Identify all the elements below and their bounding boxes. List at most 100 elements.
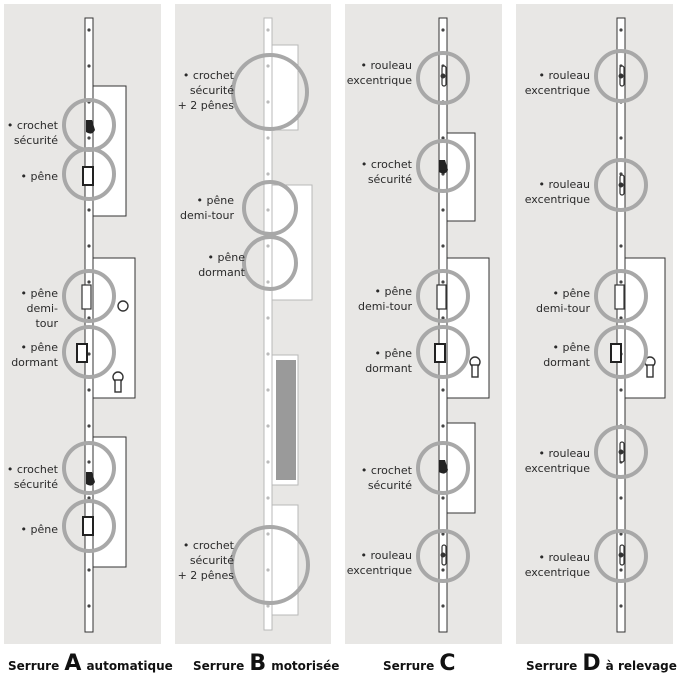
b-faceplate-hole	[266, 352, 270, 356]
d-deadbolt	[610, 343, 622, 363]
a-faceplate-hole	[87, 496, 91, 500]
b-faceplate-hole	[266, 244, 270, 248]
a-latch	[81, 284, 92, 310]
b-faceplate-hole	[266, 388, 270, 392]
a-hook-upper	[86, 120, 95, 134]
c-ring-2	[416, 139, 470, 193]
d-roller-3-dot	[618, 449, 624, 455]
d-faceplate-hole	[619, 604, 623, 608]
a-bolt-upper	[82, 166, 94, 186]
caption-c: Serrure C	[383, 651, 456, 676]
d-cylinder-slot	[646, 364, 654, 378]
b-faceplate-hole	[266, 280, 270, 284]
d-roller-2-dot	[618, 182, 624, 188]
a-faceplate-hole	[87, 388, 91, 392]
a-faceplate-hole	[87, 28, 91, 32]
c-faceplate-hole	[441, 28, 445, 32]
c-faceplate-hole	[441, 604, 445, 608]
d-faceplate-hole	[619, 532, 623, 536]
c-faceplate-hole	[441, 532, 445, 536]
b-motor	[276, 360, 296, 480]
d-faceplate-hole	[619, 244, 623, 248]
c-ring-3	[416, 269, 470, 323]
c-faceplate-hole	[441, 316, 445, 320]
c-latch	[436, 284, 447, 310]
b-faceplate-hole	[266, 496, 270, 500]
b-faceplate-hole	[266, 532, 270, 536]
b-faceplate-hole	[266, 64, 270, 68]
a-cylinder-slot	[114, 379, 122, 393]
a-faceplate-hole	[87, 244, 91, 248]
a-faceplate-hole	[87, 568, 91, 572]
b-ring-2	[242, 180, 298, 236]
c-faceplate-hole	[441, 244, 445, 248]
b-faceplate-hole	[266, 172, 270, 176]
c-roller-upper-dot	[440, 73, 446, 79]
b-faceplate-hole	[266, 460, 270, 464]
label-a-2: • pêne	[20, 170, 58, 183]
d-ring-4	[594, 325, 648, 379]
caption-a: Serrure A automatique	[8, 651, 173, 676]
a-ring-2	[62, 147, 116, 201]
c-ring-4	[416, 325, 470, 379]
a-faceplate-hole	[87, 64, 91, 68]
d-latch	[614, 284, 625, 310]
a-ring-5	[62, 441, 116, 495]
a-faceplate-hole	[87, 460, 91, 464]
d-ring-1	[594, 49, 648, 103]
d-faceplate-hole	[619, 28, 623, 32]
c-ring-5	[416, 441, 470, 495]
a-hook-lower	[86, 472, 95, 486]
c-faceplate-hole	[441, 388, 445, 392]
d-faceplate-hole	[619, 280, 623, 284]
b-faceplate-hole	[266, 568, 270, 572]
panel-b	[175, 4, 331, 644]
c-ring-6	[416, 529, 470, 583]
a-faceplate-hole	[87, 208, 91, 212]
a-faceplate-hole	[87, 316, 91, 320]
a-faceplate-hole	[87, 280, 91, 284]
c-faceplate-hole	[441, 136, 445, 140]
d-roller-1-dot	[618, 73, 624, 79]
c-roller-lower-dot	[440, 552, 446, 558]
caption-b: Serrure B motorisée	[193, 651, 340, 676]
b-faceplate	[263, 17, 273, 631]
b-ring-4	[230, 525, 310, 605]
a-faceplate-hole	[87, 604, 91, 608]
d-ring-5	[594, 425, 648, 479]
b-faceplate-hole	[266, 208, 270, 212]
b-faceplate-hole	[266, 28, 270, 32]
d-faceplate-hole	[619, 136, 623, 140]
c-deadbolt	[434, 343, 446, 363]
c-hook-lower	[439, 460, 448, 474]
c-faceplate-hole	[441, 208, 445, 212]
b-faceplate-hole	[266, 316, 270, 320]
a-ring-6	[62, 499, 116, 553]
d-ring-3	[594, 269, 648, 323]
a-ring-4	[62, 325, 116, 379]
b-faceplate-hole	[266, 136, 270, 140]
c-hook-upper	[439, 160, 448, 174]
c-ring-1	[416, 51, 470, 105]
c-faceplate-hole	[441, 424, 445, 428]
c-faceplate-hole	[441, 568, 445, 572]
label-a-6: • pêne	[20, 523, 58, 536]
a-spindle	[117, 300, 129, 312]
